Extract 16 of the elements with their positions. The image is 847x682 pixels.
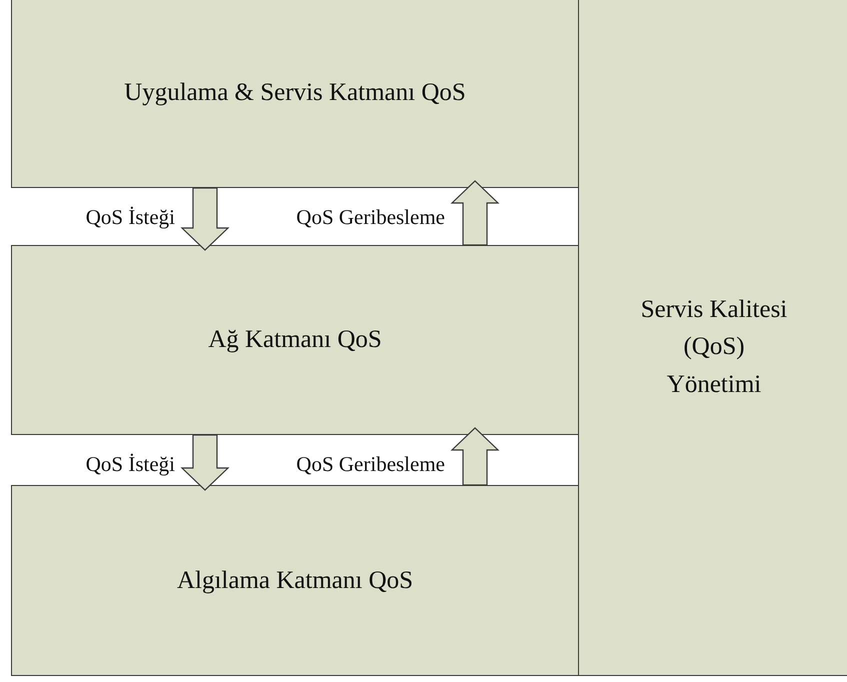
block-arrow <box>180 187 230 251</box>
layer-box <box>11 0 579 188</box>
layer-box <box>11 485 579 676</box>
edge-label: QoS Geribesleme <box>294 206 447 229</box>
block-arrow <box>450 427 500 486</box>
block-arrow <box>450 180 500 246</box>
management-panel <box>578 0 847 676</box>
box-text: Algılama Katmanı QoS <box>176 566 414 594</box>
edge-label: QoS Geribesleme <box>294 453 447 476</box>
box-text: Uygulama & Servis Katmanı QoS <box>124 79 466 107</box>
box-text: Servis Kalitesi (QoS) Yönetimi <box>640 294 788 400</box>
edge-label: QoS İsteği <box>84 206 177 229</box>
block-arrow <box>180 434 230 491</box>
layer-box <box>11 245 579 435</box>
box-text: Ağ Katmanı QoS <box>208 326 382 354</box>
edge-label: QoS İsteği <box>84 453 177 476</box>
